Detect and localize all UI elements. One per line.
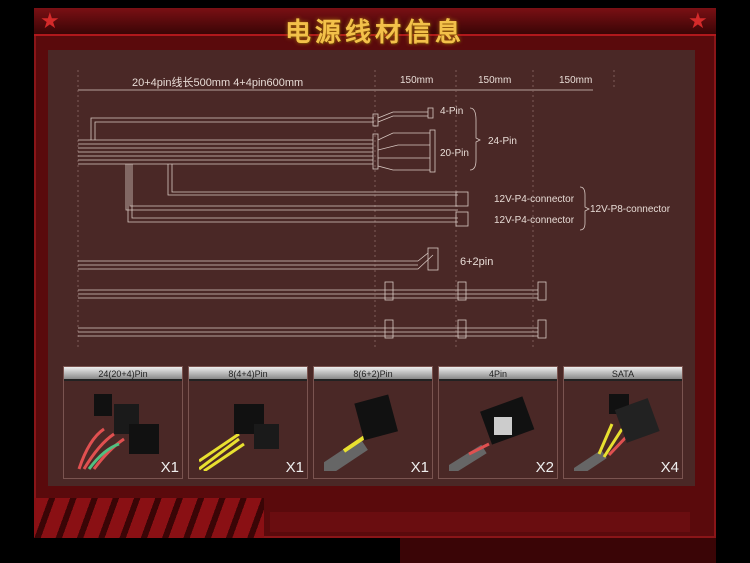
segment-length: 150mm	[559, 75, 593, 86]
label-p8-connector: 12V-P8-connector	[590, 204, 671, 215]
label-p4-connector: 12V-P4-connector	[494, 194, 575, 205]
label-24pin: 24-Pin	[488, 136, 517, 147]
pcie-connector-image	[324, 394, 398, 471]
quantity: X4	[660, 459, 679, 476]
segment-length: 150mm	[400, 75, 434, 86]
label-pcie: 6+2pin	[460, 256, 494, 268]
connector-name: SATA	[564, 367, 682, 381]
decorative-stripes	[34, 498, 264, 538]
connector-name: 4Pin	[439, 367, 557, 381]
decorative-bar	[270, 512, 690, 532]
decorative-bar	[400, 538, 716, 563]
star-icon: ★	[688, 8, 708, 33]
label-20pin: 20-Pin	[440, 148, 469, 159]
connector-name: 8(4+4)Pin	[189, 367, 307, 381]
connector-card: SATA X4	[563, 366, 683, 479]
quantity: X1	[160, 459, 179, 476]
connector-name: 8(6+2)Pin	[314, 367, 432, 381]
connector-card: 8(4+4)Pin X1	[188, 366, 308, 479]
label-4pin: 4-Pin	[440, 106, 464, 117]
connector-card: 8(6+2)Pin X1	[313, 366, 433, 479]
molex-connector-image	[449, 396, 535, 471]
connector-card: 24(20+4)Pin X1	[63, 366, 183, 479]
connector-name: 24(20+4)Pin	[64, 367, 182, 381]
atx-connector-image	[77, 394, 159, 470]
label-p4-connector: 12V-P4-connector	[494, 215, 575, 226]
star-icon: ★	[40, 8, 60, 33]
cpu-connector-image	[199, 404, 279, 471]
page-title: 电源线材信息	[284, 17, 465, 47]
cable-length-label: 20+4pin线长500mm 4+4pin600mm	[132, 77, 304, 89]
sata-connector-image	[574, 394, 660, 471]
cable-diagram	[77, 70, 615, 350]
quantity: X1	[285, 459, 304, 476]
segment-length: 150mm	[478, 75, 512, 86]
cable-panel: 20+4pin线长500mm 4+4pin600mm 150mm 150mm 1…	[48, 50, 695, 486]
title-bar	[34, 8, 716, 36]
connector-card: 4Pin X2	[438, 366, 558, 479]
quantity: X2	[535, 459, 554, 476]
quantity: X1	[410, 459, 429, 476]
connector-list: 24(20+4)Pin X1 8(4+4)Pin X1 8(6+2)Pin X1…	[63, 366, 683, 479]
